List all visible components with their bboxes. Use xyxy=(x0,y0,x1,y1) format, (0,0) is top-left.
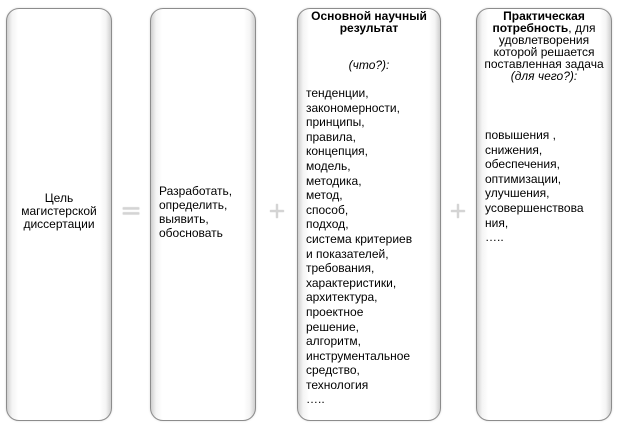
need-item: ….. xyxy=(485,230,504,245)
need-item: оптимизации, xyxy=(485,171,562,186)
need-item: усовершенствова xyxy=(485,200,584,215)
result-item: принципы, xyxy=(306,115,365,130)
need-item: ния, xyxy=(485,215,509,230)
result-card: Основной научный результат (что?): тенде… xyxy=(297,8,441,421)
result-item: решение, xyxy=(306,319,359,334)
result-item: концепция, xyxy=(306,144,369,159)
result-item: требования, xyxy=(306,261,375,276)
need-title: Практическая потребность xyxy=(492,9,585,35)
result-list: тенденции, закономерности, принципы, пра… xyxy=(306,86,436,407)
result-title: Основной научный результат xyxy=(311,9,427,35)
need-title-comma: , xyxy=(568,21,572,35)
need-item: обеспечения, xyxy=(485,157,560,172)
result-item: способ, xyxy=(306,202,349,217)
result-item: метод, xyxy=(306,188,343,203)
need-item: улучшения, xyxy=(485,186,550,201)
need-list: повышения , снижения, обеспечения, оптим… xyxy=(485,128,607,245)
result-item: и показателей, xyxy=(306,246,389,261)
goal-card: Цель магистерской диссертации xyxy=(6,8,112,421)
goal-text: Цель магистерской диссертации xyxy=(21,191,97,231)
result-item: система критериев xyxy=(306,231,413,246)
result-item: подход, xyxy=(306,217,349,232)
result-item: технология xyxy=(306,377,369,392)
result-item: методика, xyxy=(306,173,362,188)
result-item: ….. xyxy=(306,392,325,407)
result-item: проектное xyxy=(306,304,364,319)
need-item: повышения , xyxy=(485,128,556,142)
result-item: закономерности, xyxy=(306,100,400,115)
need-header: Практическая потребность, для удовлетвор… xyxy=(481,10,607,82)
plus-sign-2: + xyxy=(448,199,468,224)
need-text: для удовлетворения которой решается пост… xyxy=(484,21,604,71)
need-question: (для чего?): xyxy=(510,69,578,83)
plus-sign-1: + xyxy=(267,199,287,224)
result-item: архитектура, xyxy=(306,290,378,305)
result-item: правила, xyxy=(306,129,356,144)
action-card: Разработать, определить, выявить, обосно… xyxy=(150,8,256,421)
need-item: снижения, xyxy=(485,142,543,157)
result-item: характеристики, xyxy=(306,275,397,290)
result-item: модель, xyxy=(306,158,351,173)
result-item: алгоритм, xyxy=(306,334,361,349)
equals-sign: = xyxy=(120,196,142,226)
result-item: средство, xyxy=(306,363,360,378)
result-item: тенденции, xyxy=(306,86,369,100)
result-item: инструментальное xyxy=(306,348,411,363)
action-text: Разработать, определить, выявить, обосно… xyxy=(159,184,233,240)
need-card: Практическая потребность, для удовлетвор… xyxy=(476,8,612,421)
result-subtitle: (что?): xyxy=(348,58,390,72)
